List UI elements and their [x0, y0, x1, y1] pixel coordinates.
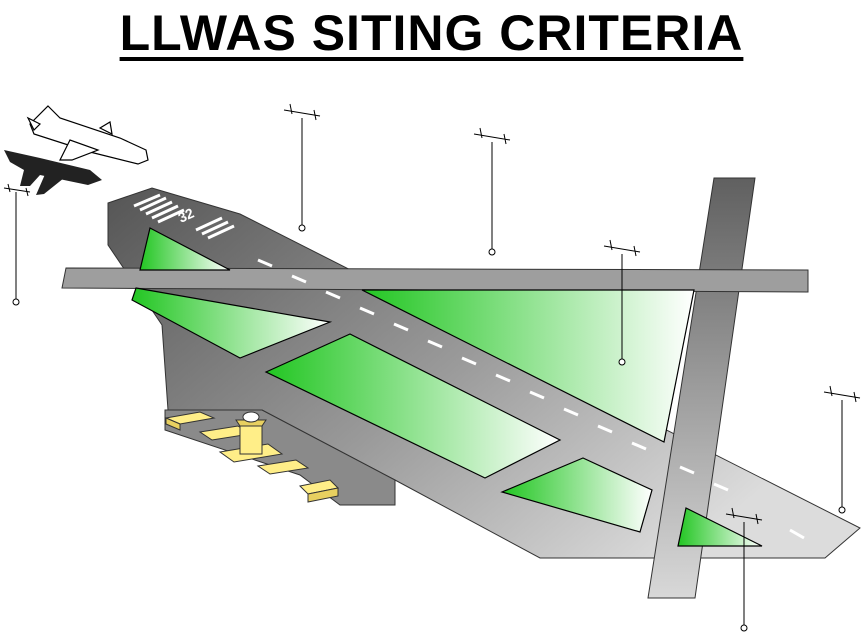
- wind-sensor-pole-icon: [823, 385, 861, 514]
- control-tower-icon: [235, 411, 267, 455]
- runway-number: 32: [176, 205, 197, 226]
- wind-sensor-pole-icon: [473, 127, 511, 256]
- wind-sensor-pole-icon: [283, 103, 321, 232]
- airplane-shadow-icon: [4, 150, 102, 195]
- wind-sensor-pole-icon: [725, 507, 763, 632]
- wind-sensor-pole-icon: [3, 183, 31, 306]
- runway-centerline: [257, 258, 805, 540]
- airplane-icon: [26, 105, 149, 165]
- wind-sensor-pole-icon: [603, 239, 641, 366]
- runway-threshold-markings: [133, 193, 235, 240]
- diagram-title: LLWAS SITING CRITERIA: [119, 5, 744, 61]
- grass-infields: [131, 227, 763, 547]
